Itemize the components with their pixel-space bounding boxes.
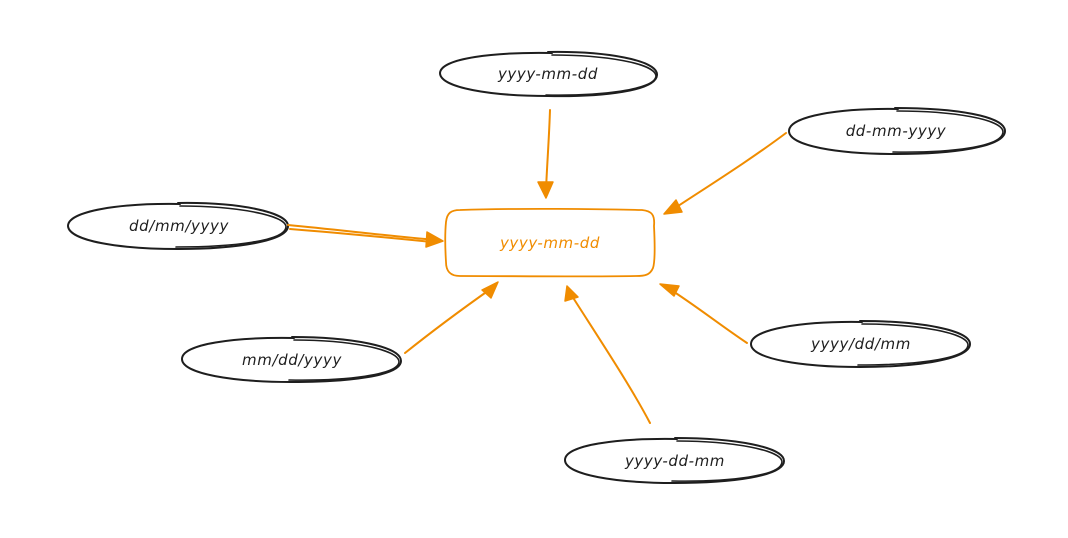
center-node-border xyxy=(444,207,656,278)
source-node-right[interactable]: yyyy/dd/mm xyxy=(749,320,972,369)
arrow-right-to-center xyxy=(659,283,748,344)
source-node-top-right[interactable]: dd-mm-yyyy xyxy=(787,107,1007,156)
center-node-label: yyyy-mm-dd xyxy=(499,234,600,252)
source-node-bottom-border xyxy=(563,437,786,485)
arrow-top-right-to-center xyxy=(663,132,787,215)
source-node-top-right-label: dd-mm-yyyy xyxy=(846,122,947,140)
arrow-left-to-center xyxy=(287,224,444,248)
source-node-top-right-border xyxy=(787,107,1007,156)
arrow-top-to-center xyxy=(537,109,554,199)
source-node-bottom-left[interactable]: mm/dd/yyyy xyxy=(180,336,403,384)
center-node[interactable]: yyyy-mm-dd xyxy=(444,207,656,278)
source-node-bottom[interactable]: yyyy-dd-mm xyxy=(563,437,786,485)
source-node-bottom-left-border xyxy=(180,336,403,384)
source-node-top[interactable]: yyyy-mm-dd xyxy=(438,50,659,98)
arrow-bottom-left-to-center xyxy=(404,281,499,354)
source-node-top-border xyxy=(438,50,659,98)
source-node-left-label: dd/mm/yyyy xyxy=(129,217,229,235)
source-node-bottom-left-label: mm/dd/yyyy xyxy=(242,351,342,369)
source-node-bottom-label: yyyy-dd-mm xyxy=(624,452,725,470)
source-node-left[interactable]: dd/mm/yyyy xyxy=(66,201,290,251)
source-node-right-label: yyyy/dd/mm xyxy=(810,335,911,353)
source-node-top-label: yyyy-mm-dd xyxy=(497,65,598,83)
source-node-left-border xyxy=(66,201,290,251)
source-node-right-border xyxy=(749,320,972,369)
arrow-bottom-to-center xyxy=(564,285,651,424)
